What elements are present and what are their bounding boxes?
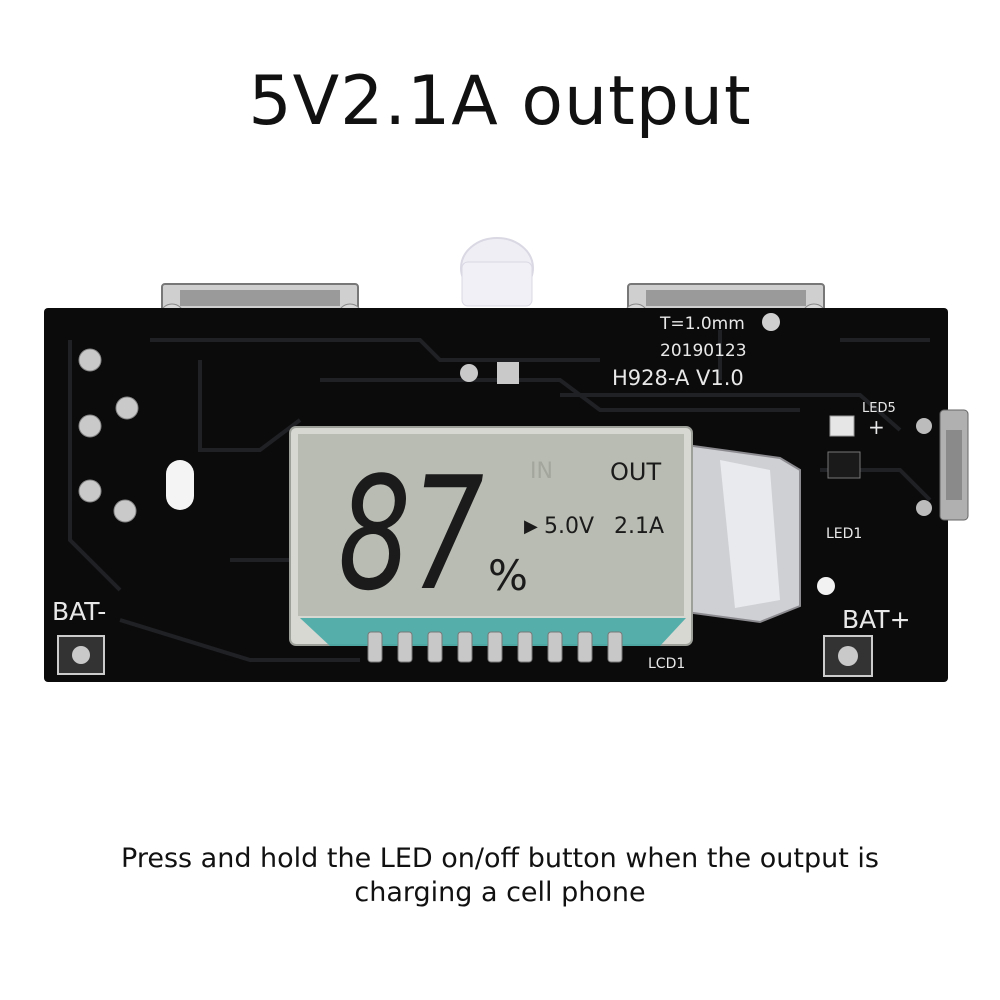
lcd-percent-sign: % [488,551,528,600]
lcd-screen [298,434,684,616]
lcd-current: 2.1A [614,514,664,539]
lcd-bracket [685,443,801,624]
mounting-slot [166,460,194,510]
pcb-pads [78,313,932,595]
bat-plus-label: BAT+ [842,605,911,634]
micro-usb-port [939,409,969,521]
led1-component [827,451,861,479]
led-dome-base [461,261,533,307]
led5-component [829,415,855,437]
lcd-percent-digits: 87 [338,443,484,625]
lcd-out-label: OUT [610,458,661,486]
lcd-pins [367,631,623,663]
model-label: H928-A V1.0 [612,366,744,390]
lcd-in-label: IN [530,459,553,484]
headline: 5V2.1A output [248,62,752,141]
pcb-traces [68,330,932,662]
caption: Press and hold the LED on/off button whe… [121,843,879,908]
plus-sign: + [868,415,885,439]
bat-minus-label: BAT- [52,597,106,626]
led5-label: LED5 [862,401,896,416]
date-code: 20190123 [660,341,747,361]
lcd-arrow: ▶ [524,516,538,537]
bat-plus-pad [823,635,873,677]
thickness-label: T=1.0mm [659,314,745,334]
lcd1-label: LCD1 [648,656,685,672]
bat-minus-pad [57,635,105,675]
lcd-voltage: 5.0V [544,514,594,539]
led1-label: LED1 [826,526,862,542]
